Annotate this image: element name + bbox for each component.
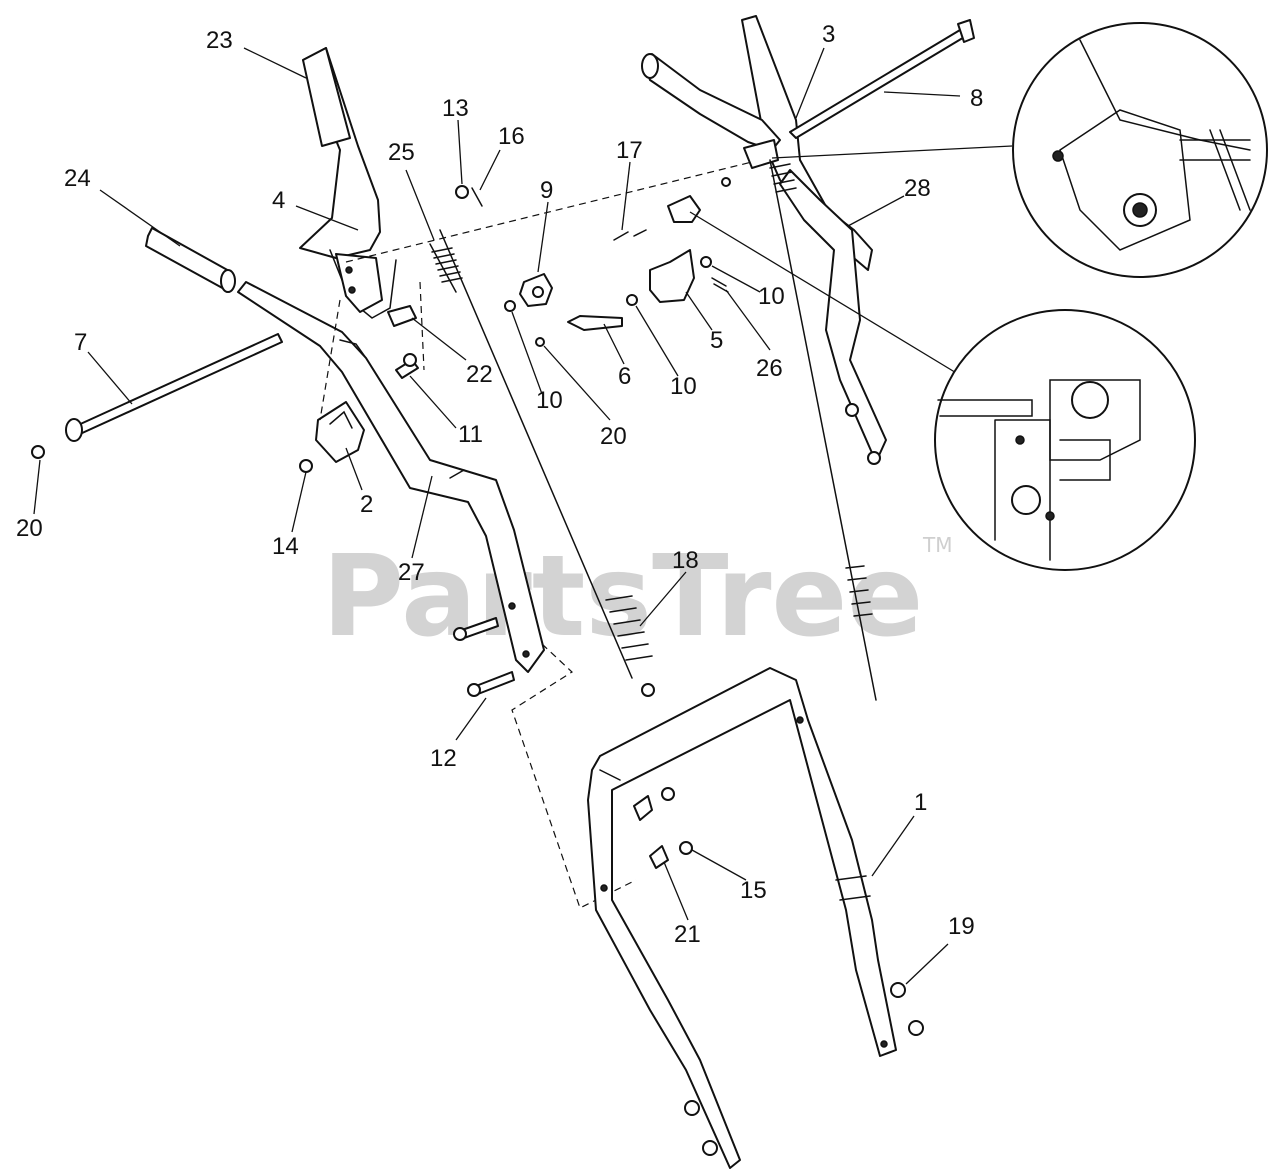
callout-19: 19 bbox=[948, 913, 975, 940]
callout-11: 11 bbox=[458, 421, 483, 448]
washer bbox=[455, 185, 469, 199]
callout-16: 16 bbox=[498, 123, 525, 150]
callout-24: 24 bbox=[64, 165, 91, 192]
spring-right bbox=[769, 159, 877, 701]
lower-handle bbox=[587, 667, 897, 1169]
callout-18: 18 bbox=[672, 547, 699, 574]
handle-knob bbox=[649, 841, 693, 869]
pin bbox=[395, 353, 419, 379]
callout-10-left: 10 bbox=[536, 387, 563, 414]
callout-6: 6 bbox=[618, 363, 631, 390]
leader-lines bbox=[33, 47, 961, 985]
callout-4: 4 bbox=[272, 187, 285, 214]
callout-28: 28 bbox=[904, 175, 931, 202]
callout-9: 9 bbox=[540, 177, 553, 204]
clip bbox=[387, 305, 417, 327]
shift-rod bbox=[789, 19, 975, 139]
callout-22: 22 bbox=[466, 361, 493, 388]
detail-view-top bbox=[1012, 22, 1268, 278]
shift-bracket bbox=[315, 401, 365, 463]
callout-20-center: 20 bbox=[600, 423, 627, 450]
callout-25: 25 bbox=[388, 139, 415, 166]
callout-5: 5 bbox=[710, 327, 723, 354]
upper-handle-lower-right bbox=[779, 169, 887, 465]
pivot-pin bbox=[567, 315, 623, 331]
watermark-trademark: TM bbox=[922, 533, 952, 557]
spring-upper bbox=[429, 229, 655, 697]
callout-7: 7 bbox=[74, 329, 87, 356]
nut bbox=[626, 294, 638, 306]
callout-12: 12 bbox=[430, 745, 457, 772]
callout-17: 17 bbox=[616, 137, 643, 164]
callout-14: 14 bbox=[272, 533, 299, 560]
cable-bushing bbox=[667, 195, 701, 223]
spring-small bbox=[711, 277, 729, 293]
grip-tube bbox=[145, 227, 236, 293]
handle-grip bbox=[302, 47, 351, 147]
bolt bbox=[535, 337, 545, 347]
callout-2: 2 bbox=[360, 491, 373, 518]
callout-8: 8 bbox=[970, 85, 983, 112]
cable-guide bbox=[519, 273, 553, 307]
callout-13: 13 bbox=[442, 95, 469, 122]
upper-handle-lower-left bbox=[237, 281, 545, 673]
detail-view-middle bbox=[934, 309, 1196, 571]
callout-26: 26 bbox=[756, 355, 783, 382]
nut bbox=[721, 177, 731, 187]
callout-27: 27 bbox=[398, 559, 425, 586]
callout-3: 3 bbox=[822, 21, 835, 48]
carriage-bolts bbox=[453, 617, 515, 697]
callout-20-left: 20 bbox=[16, 515, 43, 542]
callout-21: 21 bbox=[674, 921, 701, 948]
index-bracket bbox=[649, 249, 695, 303]
upper-handle-right bbox=[641, 15, 873, 271]
callout-15: 15 bbox=[740, 877, 767, 904]
flange-bolts bbox=[684, 982, 924, 1156]
hairpin-clip bbox=[613, 229, 647, 241]
hex-bolt bbox=[31, 445, 45, 459]
callout-1: 1 bbox=[914, 789, 927, 816]
hex-nut bbox=[299, 459, 313, 473]
shaft-rod bbox=[65, 333, 283, 442]
nut bbox=[700, 256, 712, 268]
nut bbox=[504, 300, 516, 312]
handle-knob bbox=[633, 787, 675, 821]
callout-10-right: 10 bbox=[758, 283, 785, 310]
callout-10-middle: 10 bbox=[670, 373, 697, 400]
cotter-pin bbox=[471, 187, 483, 207]
callout-labels: 23 3 8 13 16 25 17 9 24 4 28 7 22 10 5 2… bbox=[16, 21, 983, 948]
callout-23: 23 bbox=[206, 27, 233, 54]
